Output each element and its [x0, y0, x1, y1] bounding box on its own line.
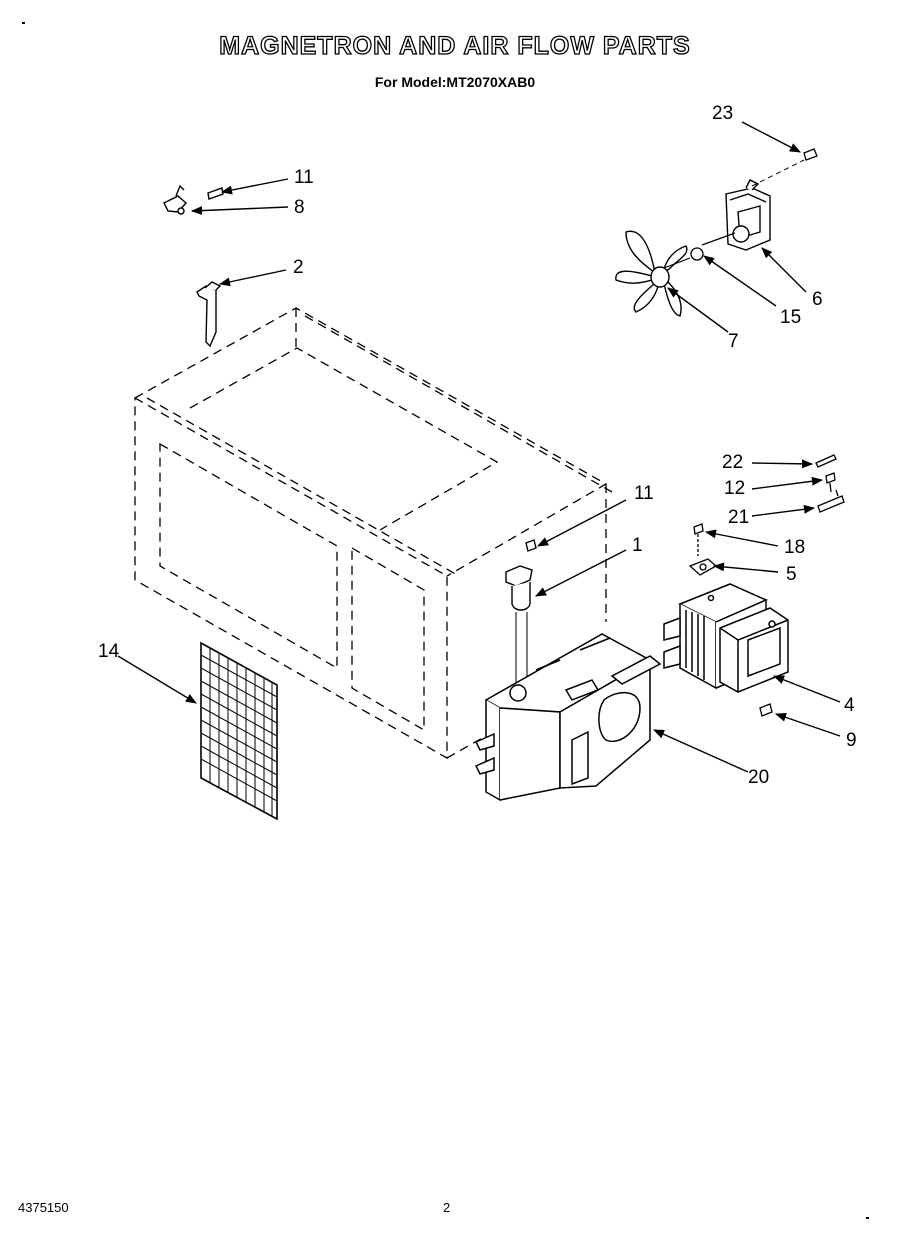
callout-5: 5: [786, 564, 797, 585]
callout-4: 4: [844, 695, 855, 716]
callout-18: 18: [784, 537, 806, 558]
fan-motor-part: [701, 179, 771, 251]
motor-screw-part: [803, 148, 818, 161]
callout-11-top: 11: [294, 167, 314, 188]
magnetron-part: [663, 583, 789, 693]
page-title: MAGNETRON AND AIR FLOW PARTS: [219, 31, 691, 60]
fan-blade-part: [615, 230, 691, 317]
callout-11-middle: 11: [634, 483, 654, 504]
magnetron-screw: [759, 703, 773, 717]
air-duct-part: [474, 633, 662, 802]
callout-6: 6: [812, 289, 823, 310]
callout-20: 20: [748, 767, 770, 788]
callout-2: 2: [293, 257, 304, 278]
callout-1: 1: [632, 535, 643, 556]
hv-small-parts: [815, 454, 845, 513]
callout-9: 9: [846, 730, 857, 751]
callout-leaders: [117, 121, 841, 773]
filter-grille: [200, 641, 278, 821]
callout-14: 14: [98, 641, 120, 662]
callout-15: 15: [780, 307, 802, 328]
thermostat-parts: [688, 523, 718, 576]
fan-nut-part: [690, 247, 704, 261]
corner-mark-bottom: [866, 1217, 869, 1219]
callout-8: 8: [294, 197, 305, 218]
callout-12: 12: [724, 478, 746, 499]
callout-23: 23: [712, 103, 734, 124]
callout-7: 7: [728, 331, 739, 352]
callout-22: 22: [722, 452, 744, 473]
page-number: 2: [443, 1200, 451, 1215]
callout-21: 21: [728, 507, 750, 528]
bracket-part: [196, 281, 222, 348]
corner-mark-top: [22, 22, 25, 24]
screw-alignment-line: [751, 159, 805, 187]
document-number: 4375150: [18, 1200, 69, 1215]
model-subtitle: For Model:MT2070XAB0: [374, 74, 536, 90]
